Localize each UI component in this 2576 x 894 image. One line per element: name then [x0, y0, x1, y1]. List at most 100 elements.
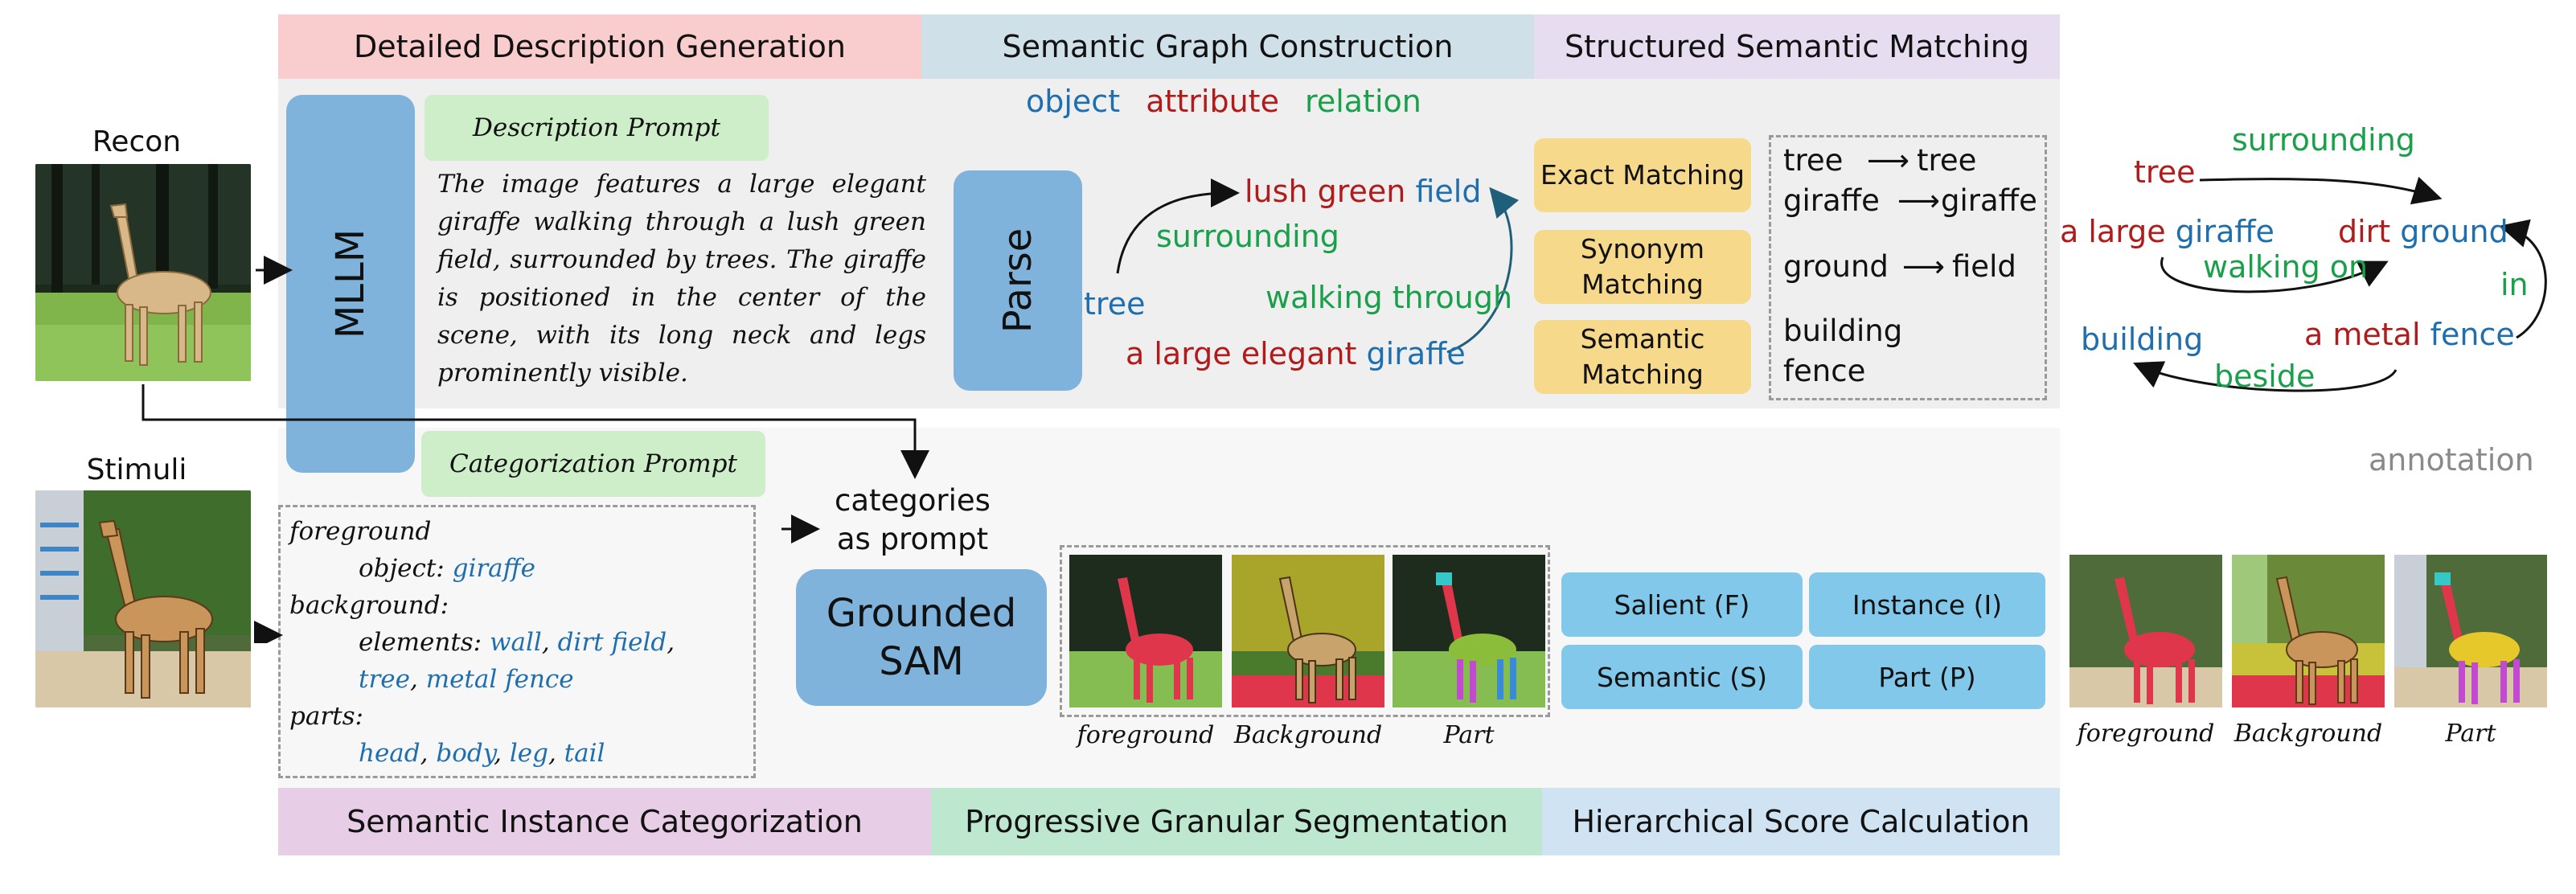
description-prompt: Description Prompt	[425, 95, 769, 161]
cat-elements-row: elements: wall, dirt field,	[359, 628, 675, 657]
cat-element: wall	[489, 628, 542, 657]
match-left: tree	[1783, 143, 1844, 178]
ann-seg-background-image	[2232, 555, 2385, 707]
seg-caption-part: Part	[1443, 720, 1495, 749]
graph-obj-field: field	[1415, 174, 1482, 209]
graph-node-giraffe: a large elegant giraffe	[1126, 336, 1466, 371]
ann-seg-caption-background: Background	[2233, 719, 2383, 748]
cat-object-value: giraffe	[452, 554, 535, 583]
graph-obj-giraffe: giraffe	[1366, 336, 1466, 371]
stimuli-label: Stimuli	[86, 453, 187, 486]
ann-obj-ground: ground	[2400, 214, 2508, 249]
cat-elements-row-2: tree, metal fence	[359, 665, 574, 694]
match-right: giraffe	[1941, 183, 2037, 218]
legend-attribute: attribute	[1146, 84, 1279, 119]
cat-object-row: object: giraffe	[359, 550, 535, 587]
graph-rel-walking-through: walking through	[1265, 280, 1513, 315]
cat-part: tail	[564, 739, 605, 768]
description-text: The image features a large elegant giraf…	[437, 170, 926, 388]
graph-obj-tree: tree	[1084, 286, 1146, 322]
cat-object-label: object:	[359, 554, 445, 583]
parse-block: Parse	[954, 170, 1082, 391]
cat-elements-label: elements:	[359, 628, 482, 657]
seg-foreground-image	[1069, 555, 1222, 707]
match-left: ground	[1783, 249, 1889, 284]
annotation-label: annotation	[2369, 442, 2534, 478]
legend-relation: relation	[1305, 84, 1421, 119]
ann-rel-in: in	[2500, 267, 2529, 302]
parse-label: Parse	[995, 228, 1040, 334]
header-granular-segmentation: Progressive Granular Segmentation	[931, 788, 1542, 855]
cat-parts-label: parts:	[289, 702, 363, 731]
annotation-graph-arrows	[2133, 176, 2547, 392]
ann-obj-building: building	[2081, 322, 2204, 357]
segmentation-group	[1060, 545, 1550, 717]
ann-rel-walking-on: walking on	[2203, 249, 2369, 285]
header-instance-categorization: Semantic Instance Categorization	[278, 788, 931, 855]
seg-caption-background: Background	[1233, 720, 1383, 749]
ann-attr-large: a large	[2060, 214, 2166, 249]
cat-part: body	[436, 739, 494, 768]
cat-parts-row: head, body, leg, tail	[359, 739, 605, 768]
ann-seg-caption-part: Part	[2445, 719, 2496, 748]
score-semantic: Semantic (S)	[1561, 645, 1803, 709]
graph-legend: object attribute relation	[1026, 84, 1476, 129]
categorization-prompt: Categorization Prompt	[421, 431, 765, 497]
cat-element: tree	[359, 665, 410, 694]
recon-image	[35, 164, 251, 381]
exact-matching-box: Exact Matching	[1534, 138, 1751, 212]
semantic-graph-arrows	[1116, 178, 1520, 354]
match-pair-row: fence	[1783, 354, 1866, 388]
seg-part-image	[1393, 555, 1545, 707]
ann-node-ground: dirt ground	[2338, 214, 2508, 249]
score-part: Part (P)	[1809, 645, 2045, 709]
header-semantic-graph: Semantic Graph Construction	[921, 14, 1534, 79]
match-pair-row: tree ⟶ tree	[1783, 143, 1976, 178]
match-pair-row: building	[1783, 314, 1903, 348]
seg-caption-foreground: foreground	[1077, 720, 1215, 749]
ann-attr-dirt: dirt	[2338, 214, 2391, 249]
cat-element: metal fence	[425, 665, 574, 694]
ann-seg-part-image	[2394, 555, 2547, 707]
ann-rel-beside: beside	[2214, 359, 2316, 394]
cat-background: background:	[289, 591, 449, 620]
synonym-matching-box: Synonym Matching	[1534, 230, 1751, 304]
ann-obj-tree: tree	[2134, 154, 2196, 190]
arrow-icon: ⟶	[1867, 143, 1910, 178]
match-pairs-box	[1769, 135, 2047, 400]
seg-background-image	[1232, 555, 1384, 707]
connector-arrows	[142, 256, 929, 643]
match-pair-row: ground ⟶ field	[1783, 249, 2016, 284]
ann-seg-foreground-image	[2069, 555, 2222, 707]
ann-obj-fence: fence	[2430, 317, 2515, 352]
semantic-matching-box: Semantic Matching	[1534, 320, 1751, 394]
ann-attr-metal: a metal	[2304, 317, 2421, 352]
arrow-icon: ⟶	[1902, 249, 1946, 284]
graph-attr-large-elegant: a large elegant	[1126, 336, 1357, 371]
graph-rel-surrounding: surrounding	[1156, 219, 1339, 254]
ann-node-giraffe: a large giraffe	[2060, 214, 2275, 249]
score-salient: Salient (F)	[1561, 572, 1803, 637]
score-instance: Instance (I)	[1809, 572, 2045, 637]
ann-node-fence: a metal fence	[2304, 317, 2515, 352]
ann-seg-caption-foreground: foreground	[2077, 719, 2215, 748]
cat-part: head	[359, 739, 420, 768]
ann-obj-giraffe: giraffe	[2175, 214, 2275, 249]
cat-foreground: foreground	[289, 517, 432, 546]
match-right: tree	[1917, 143, 1977, 178]
arrow-icon: ⟶	[1897, 183, 1941, 218]
match-right: field	[1952, 249, 2016, 284]
ann-rel-surrounding: surrounding	[2232, 122, 2415, 158]
header-semantic-matching: Structured Semantic Matching	[1534, 14, 2060, 79]
grounded-sam-block: Grounded SAM	[796, 569, 1047, 706]
match-pair-row: giraffe ⟶ giraffe	[1783, 183, 2037, 218]
legend-object: object	[1026, 84, 1121, 119]
match-left: giraffe	[1783, 183, 1880, 218]
stimuli-image	[35, 490, 251, 707]
categories-as-prompt: categories as prompt	[835, 483, 991, 556]
graph-node-field: lush green field	[1245, 174, 1481, 209]
cat-part: leg	[509, 739, 548, 768]
mllm-block: MLLM	[286, 95, 415, 473]
cat-element: dirt field	[557, 628, 667, 657]
header-score-calculation: Hierarchical Score Calculation	[1542, 788, 2060, 855]
